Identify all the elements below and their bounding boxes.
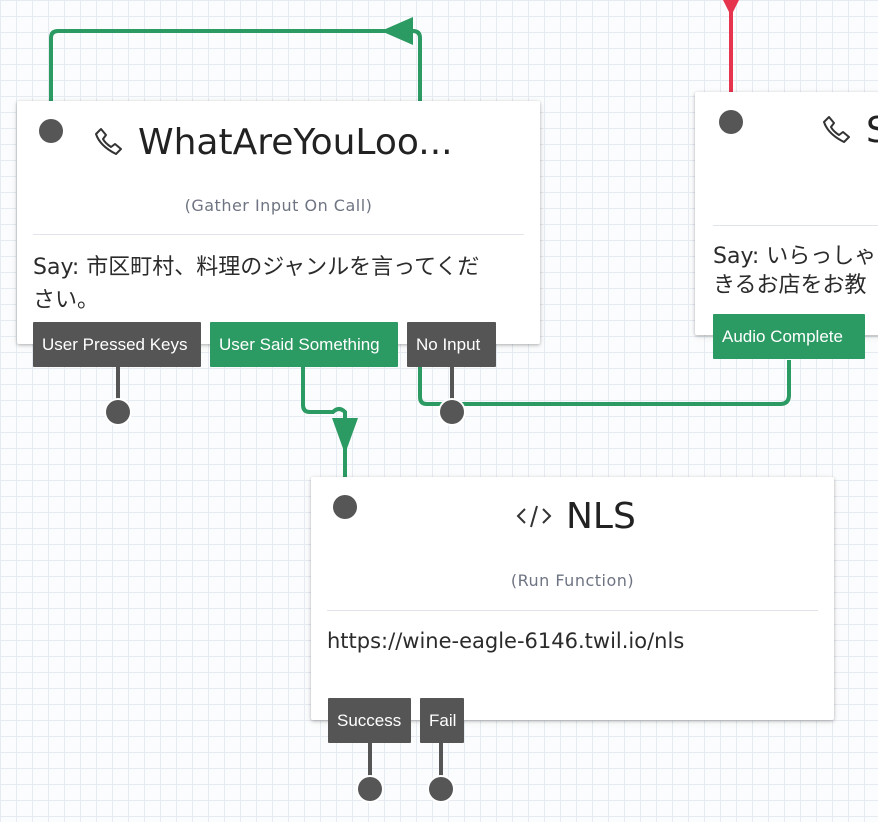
- say-divider: [713, 225, 878, 226]
- nls-widget[interactable]: NLS (Run Function) https://wine-eagle-61…: [311, 477, 834, 720]
- nls-input-port[interactable]: [333, 495, 357, 519]
- no-input-output-port[interactable]: [440, 400, 464, 424]
- say-widget-body: Say: いらっしゃ きるお店をお教: [713, 244, 877, 298]
- nls-title-text: NLS: [566, 495, 636, 537]
- fail-output-port[interactable]: [429, 777, 453, 801]
- success-output-port[interactable]: [358, 777, 382, 801]
- transition-user-pressed-keys[interactable]: User Pressed Keys: [33, 322, 201, 367]
- say-widget-title: S: [820, 107, 878, 153]
- transition-user-said-something[interactable]: User Said Something: [210, 322, 398, 367]
- gather-widget-body: Say: 市区町村、料理のジャンルを言ってください。: [33, 255, 480, 313]
- phone-icon: [823, 116, 850, 143]
- gather-title-text: WhatAreYouLoo...: [138, 121, 453, 163]
- code-icon: [516, 505, 552, 528]
- say-input-port[interactable]: [719, 110, 743, 134]
- nls-divider: [327, 610, 818, 611]
- transition-no-input[interactable]: No Input: [407, 322, 496, 367]
- phone-icon: [95, 128, 122, 155]
- gather-input-port[interactable]: [39, 119, 63, 143]
- transition-audio-complete[interactable]: Audio Complete: [713, 314, 865, 359]
- pressed-keys-output-port[interactable]: [106, 400, 130, 424]
- nls-widget-title: NLS: [516, 493, 636, 539]
- transition-success[interactable]: Success: [328, 698, 411, 743]
- nls-widget-type: (Run Function): [510, 571, 635, 590]
- gather-widget-type: (Gather Input On Call): [184, 196, 373, 215]
- nls-input-arrow: [332, 418, 358, 454]
- loop-arrow: [381, 17, 413, 45]
- gather-divider: [33, 234, 524, 235]
- transition-fail[interactable]: Fail: [420, 698, 464, 743]
- say-title-text: S: [866, 109, 878, 151]
- incoming-arrow: [723, 0, 739, 16]
- gather-widget[interactable]: WhatAreYouLoo... (Gather Input On Call) …: [17, 101, 540, 344]
- gather-widget-title: WhatAreYouLoo...: [92, 119, 453, 165]
- nls-widget-body: https://wine-eagle-6146.twil.io/nls: [327, 629, 685, 653]
- said-something-wire: [301, 366, 347, 478]
